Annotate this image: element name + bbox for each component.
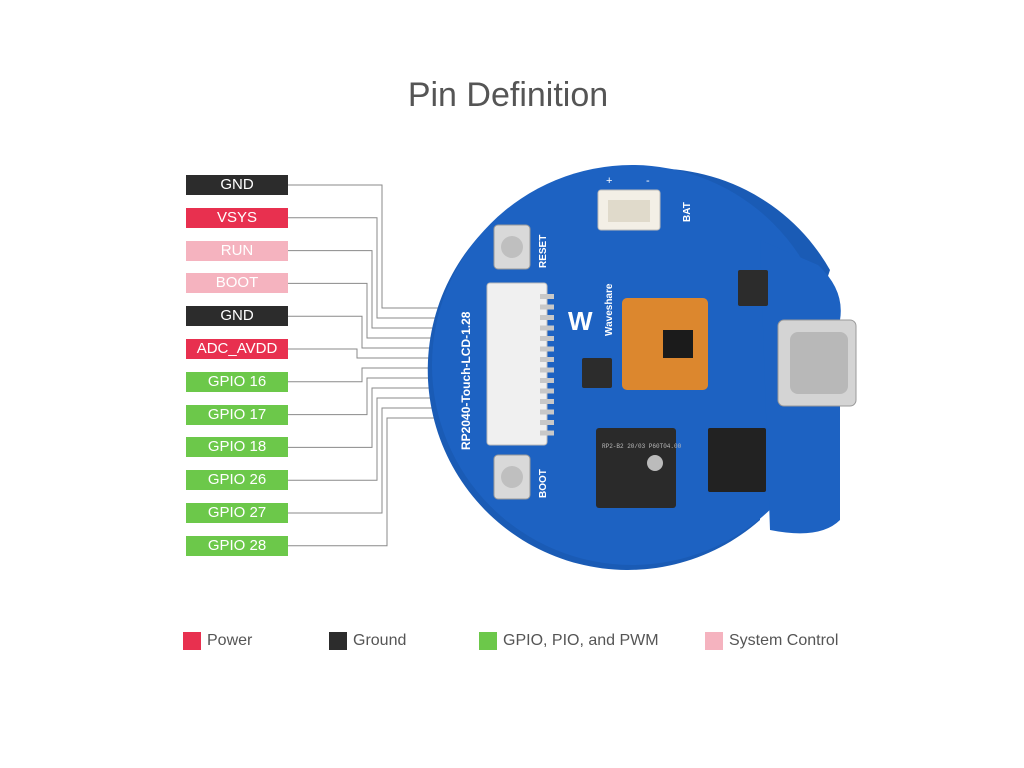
bat-label: BAT bbox=[682, 202, 693, 222]
regulator-chip bbox=[738, 270, 768, 306]
pin-label-gnd-2: GND bbox=[186, 306, 288, 327]
fpc-pin bbox=[540, 304, 554, 310]
legend-item-gpio: GPIO, PIO, and PWM bbox=[479, 632, 659, 650]
legend-item-power: Power bbox=[183, 632, 252, 650]
legend-swatch-gpio bbox=[479, 632, 497, 650]
reset-label: RESET bbox=[538, 235, 549, 268]
fpc-pin bbox=[540, 388, 554, 394]
waveshare-logo-mark: W bbox=[568, 306, 593, 336]
board-name-label: RP2040-Touch-LCD-1.28 bbox=[459, 311, 473, 450]
fpc-pin bbox=[540, 357, 554, 362]
rp2040-chip-label: RP2-B2 20/03 P60T04.00 bbox=[602, 443, 682, 450]
legend: Power Ground GPIO, PIO, and PWM System C… bbox=[0, 632, 1024, 656]
legend-swatch-power bbox=[183, 632, 201, 650]
raspberry-logo bbox=[647, 455, 663, 471]
pin-wire bbox=[288, 184, 490, 309]
fpc-connector-pins bbox=[540, 294, 554, 436]
boot-button-cap[interactable] bbox=[501, 466, 523, 488]
pin-wire bbox=[288, 367, 490, 383]
legend-item-system-control: System Control bbox=[705, 632, 838, 650]
fpc-pin bbox=[540, 325, 554, 331]
pin-wire bbox=[288, 315, 490, 349]
fpc-pin bbox=[540, 378, 554, 383]
battery-connector-slot bbox=[608, 200, 650, 222]
fpc-pin bbox=[540, 430, 554, 436]
pin-label-boot: BOOT bbox=[186, 273, 288, 294]
pin-label-gpio17: GPIO 17 bbox=[186, 404, 288, 425]
legend-label-gpio: GPIO, PIO, and PWM bbox=[503, 632, 659, 649]
rp2040-chip bbox=[596, 428, 676, 508]
diagram-title: Pin Definition bbox=[407, 76, 609, 114]
fpc-pin bbox=[540, 315, 554, 320]
flash-chip bbox=[708, 428, 766, 492]
legend-label-ground: Ground bbox=[353, 632, 407, 649]
pin-wire bbox=[288, 282, 490, 339]
pin-label-gpio28: GPIO 28 bbox=[186, 535, 288, 556]
legend-item-ground: Ground bbox=[329, 632, 406, 650]
fpc-pin bbox=[540, 294, 554, 299]
usb-c-opening bbox=[790, 332, 848, 394]
fpc-pin bbox=[540, 367, 554, 373]
small-chip bbox=[582, 358, 612, 388]
pin-label-gnd-1: GND bbox=[186, 175, 288, 195]
legend-swatch-system-control bbox=[705, 632, 723, 650]
reset-button-cap[interactable] bbox=[501, 236, 523, 258]
fpc-pin bbox=[540, 336, 554, 341]
battery-minus-label: - bbox=[646, 175, 650, 187]
pin-label-gpio27: GPIO 27 bbox=[186, 503, 288, 523]
brand-label: Waveshare bbox=[604, 283, 615, 336]
legend-label-system-control: System Control bbox=[729, 632, 839, 649]
battery-plus-label: + bbox=[606, 175, 612, 187]
imu-chip bbox=[663, 330, 693, 358]
legend-swatch-ground bbox=[329, 632, 347, 650]
boot-label: BOOT bbox=[538, 469, 549, 498]
fpc-pin bbox=[540, 399, 554, 404]
fpc-pin bbox=[540, 420, 554, 425]
pin-label-gpio26: GPIO 26 bbox=[186, 470, 288, 491]
fpc-connector bbox=[486, 282, 548, 446]
fpc-pin bbox=[540, 346, 554, 352]
pin-wire bbox=[288, 250, 490, 329]
pin-wire bbox=[288, 348, 490, 359]
pin-label-vsys: VSYS bbox=[186, 207, 288, 228]
pin-label-adc-avdd: ADC_AVDD bbox=[186, 339, 288, 359]
fpc-pin bbox=[540, 409, 554, 415]
pin-label-gpio18: GPIO 18 bbox=[186, 437, 288, 458]
pin-label-run: RUN bbox=[186, 240, 288, 261]
pin-wire bbox=[288, 217, 490, 319]
legend-label-power: Power bbox=[207, 632, 253, 649]
pin-label-gpio16: GPIO 16 bbox=[186, 371, 288, 392]
